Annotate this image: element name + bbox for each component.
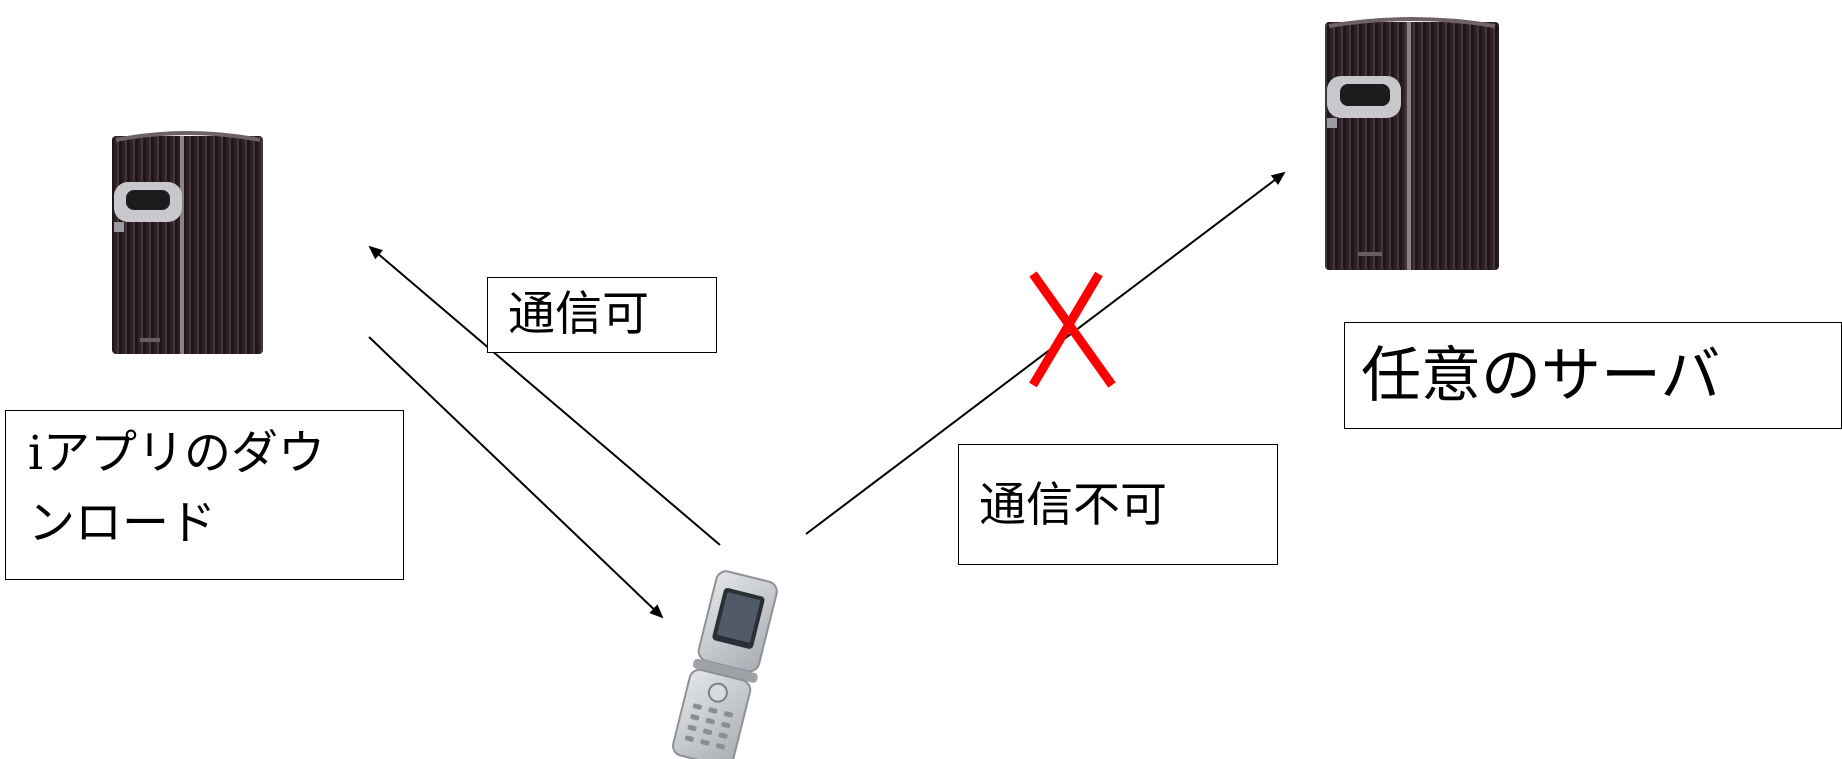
left-server-icon [112,131,263,354]
download-label-line2: ンロード [28,496,216,551]
comm-ok-label: 通信可 [487,277,717,353]
download-label-latin: i [28,426,44,481]
flip-phone-icon [672,570,778,759]
cross-mark-icon [1029,271,1116,388]
download-label-kana: アプリのダウ [43,426,326,481]
download-label-box: iアプリのダウ ンロード [5,410,404,580]
comm-ng-label: 通信不可 [958,444,1278,565]
download-label-line1: iアプリのダウ [28,419,403,489]
arrow-left-server-to-phone [368,336,664,619]
right-server-icon [1325,17,1499,270]
any-server-label: 任意のサーバ [1344,322,1842,429]
arrow-phone-to-left-server [368,245,721,546]
arrow-phone-to-right-server [805,171,1286,535]
